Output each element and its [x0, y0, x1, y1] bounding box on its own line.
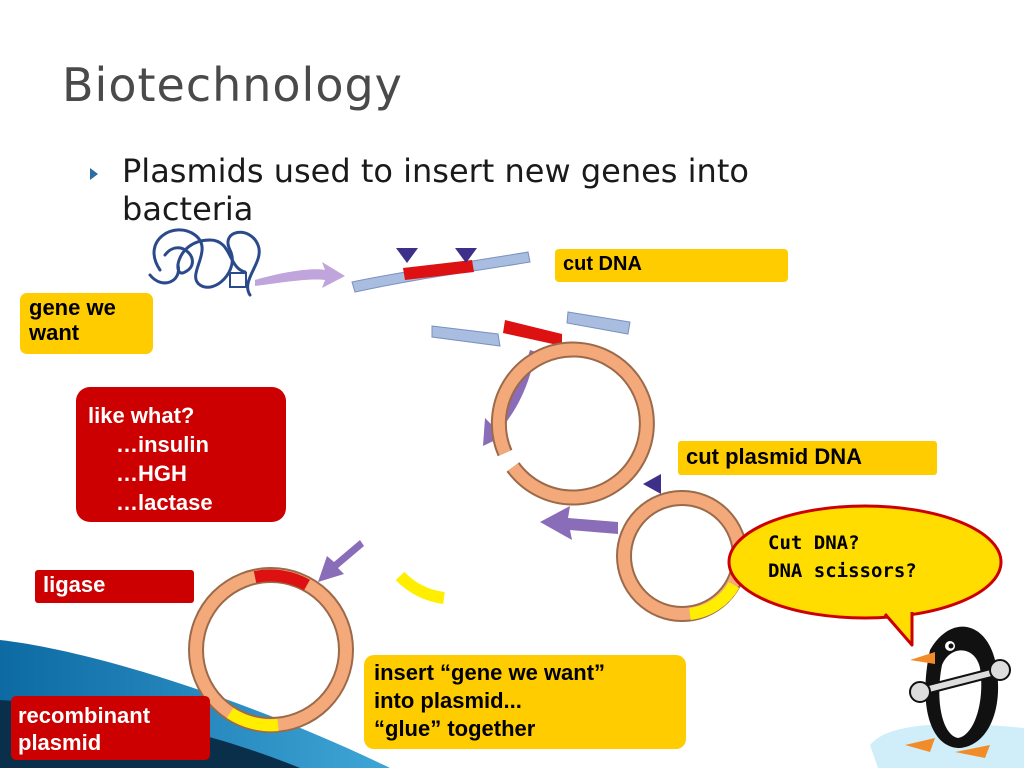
speech-bubble	[727, 504, 1003, 647]
cut-dna-label: cut DNA	[555, 249, 788, 282]
dna-fragment-marker	[229, 272, 247, 288]
restriction-marker-icon	[396, 248, 418, 263]
arrow-to-strand	[255, 262, 345, 288]
speech-line: DNA scissors?	[768, 560, 917, 582]
arrow-to-center	[540, 506, 618, 540]
dna-fragment-left	[431, 325, 501, 347]
restriction-marker-icon	[455, 248, 477, 263]
example-hgh: …HGH	[116, 461, 187, 486]
examples-heading: like what?	[88, 403, 195, 428]
open-plasmid	[395, 341, 655, 604]
restriction-marker-icon	[643, 474, 661, 494]
ligase-label: ligase	[35, 570, 194, 603]
bullet-arrow-icon	[90, 168, 98, 180]
gene-segment	[403, 260, 474, 280]
penguin-mascot-icon	[905, 626, 999, 758]
speech-line: Cut DNA?	[768, 532, 860, 554]
insert-step-line: into plasmid...	[374, 688, 522, 713]
tangled-dna-icon	[148, 228, 261, 297]
ice-floe	[870, 724, 1024, 768]
slide-title: Biotechnology	[62, 58, 403, 112]
insert-step-line: “glue” together	[374, 716, 536, 741]
examples-box: like what? …insulin …HGH …lactase	[76, 387, 286, 522]
gene-fragment	[503, 320, 562, 346]
recombinant-line: recombinant	[18, 703, 151, 728]
recombinant-plasmid-label: recombinant plasmid	[11, 696, 210, 760]
arrow-to-recombinant	[318, 540, 364, 582]
gene-we-want-label: gene we want	[20, 293, 153, 354]
speech-bubble-text: Cut DNA? DNA scissors?	[768, 529, 988, 585]
recombinant-plasmid	[188, 567, 354, 733]
example-lactase: …lactase	[116, 490, 213, 515]
recombinant-line: plasmid	[18, 730, 102, 755]
insert-step-box: insert “gene we want” into plasmid... “g…	[364, 655, 686, 749]
cut-plasmid-dna-label: cut plasmid DNA	[678, 441, 937, 475]
bullet-text: Plasmids used to insert new genes into b…	[122, 152, 749, 228]
example-insulin: …insulin	[116, 432, 209, 457]
wrench-icon	[909, 659, 1011, 703]
intact-plasmid	[616, 474, 748, 622]
insert-step-line: insert “gene we want”	[374, 660, 606, 685]
dna-fragment-right	[566, 311, 631, 335]
